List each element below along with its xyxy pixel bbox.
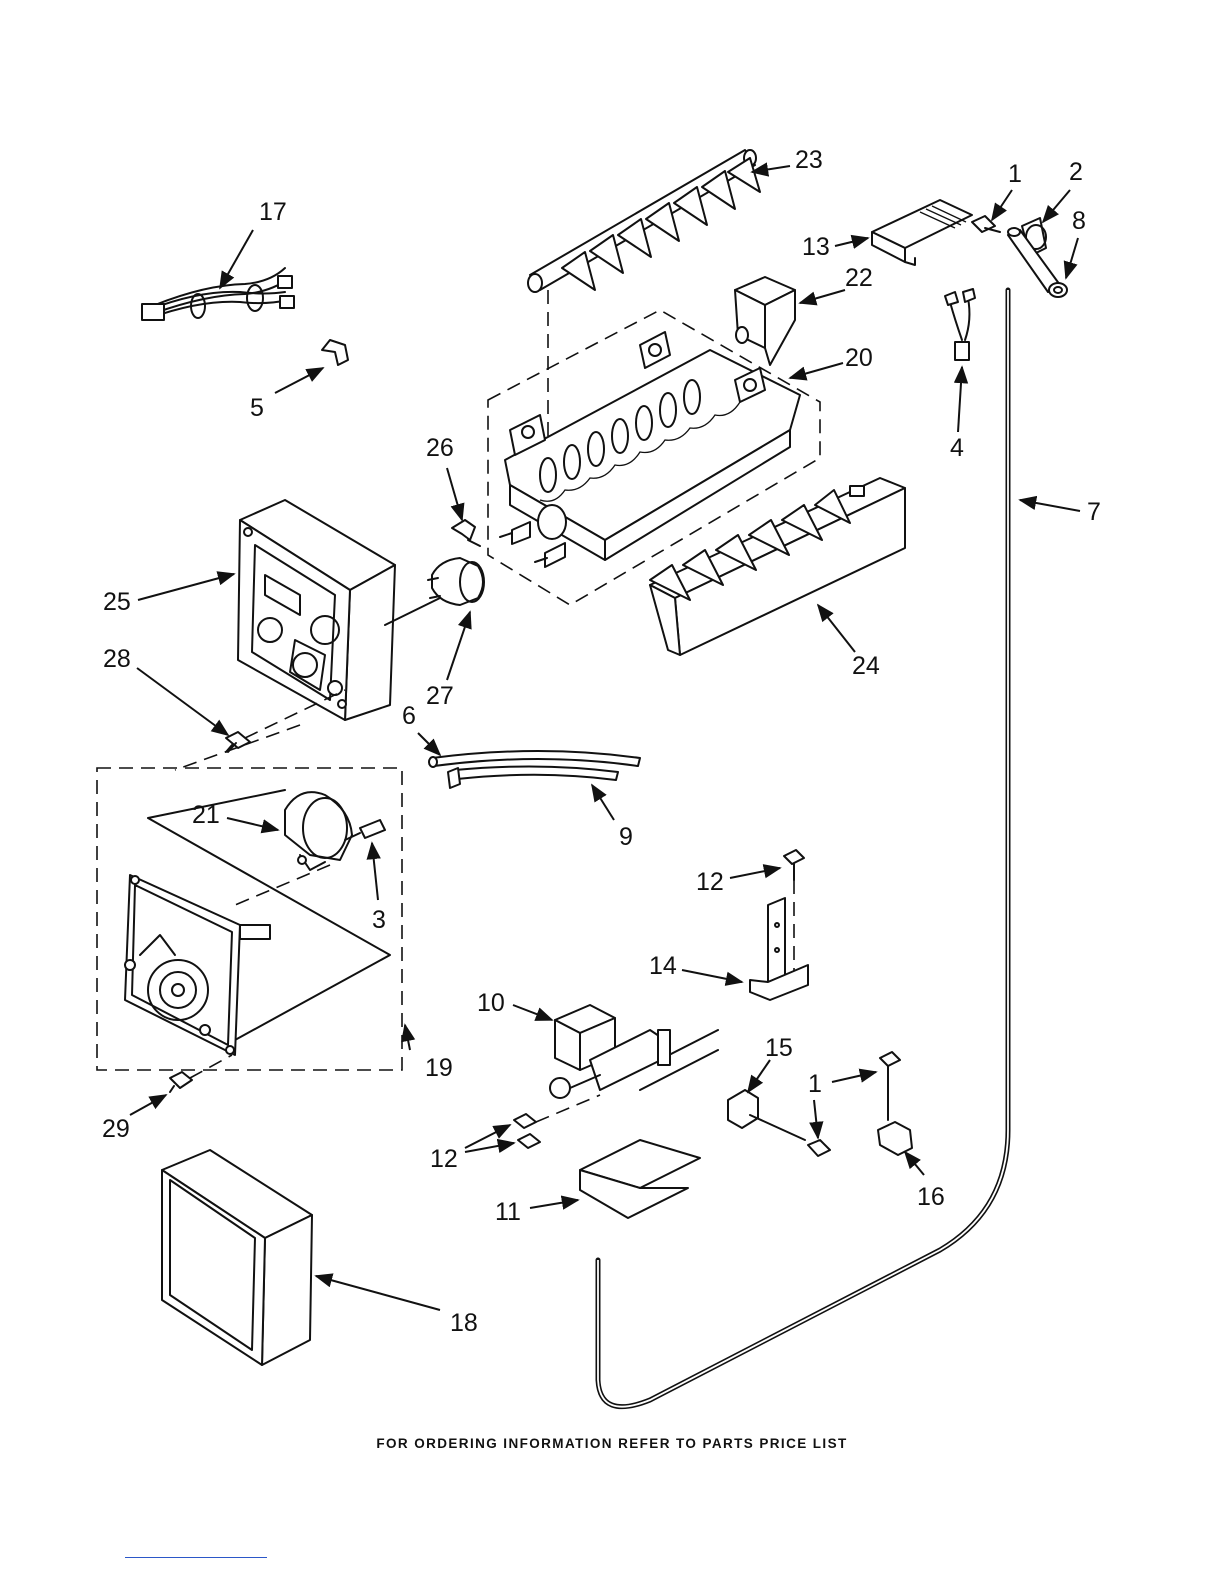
valve-bracket-part-11 — [580, 1140, 700, 1218]
callout-29: 29 — [102, 1115, 130, 1143]
clamp-part-15 — [728, 1090, 805, 1140]
callout-5: 5 — [250, 394, 264, 422]
fill-cup-part-22 — [735, 277, 795, 365]
callout-7: 7 — [1087, 498, 1101, 526]
callout-15: 15 — [765, 1034, 793, 1062]
callout-18: 18 — [450, 1309, 478, 1337]
grommet-part-8 — [1049, 283, 1067, 297]
screw-part-1-lower-left — [808, 1140, 830, 1156]
callout-28: 28 — [103, 645, 131, 673]
clip-part-5 — [322, 340, 348, 365]
screw-28-alignment — [245, 690, 345, 738]
screws-part-12-lower — [514, 1095, 600, 1148]
callout-22: 22 — [845, 264, 873, 292]
callout-1-top: 1 — [1008, 160, 1022, 188]
ordering-info-footer: FOR ORDERING INFORMATION REFER TO PARTS … — [0, 1436, 1224, 1451]
water-valve-part-10 — [550, 1005, 718, 1098]
screw-part-12-upper — [784, 850, 804, 880]
callout-13: 13 — [802, 233, 830, 261]
ejector-bar-part-23 — [528, 150, 760, 292]
bracket-part-14 — [750, 898, 808, 1000]
screw-part-29 — [170, 1072, 192, 1092]
link-underline[interactable] — [125, 1557, 267, 1558]
callout-25: 25 — [103, 588, 131, 616]
callout-14: 14 — [649, 952, 677, 980]
callout-23: 23 — [795, 146, 823, 174]
callout-27: 27 — [426, 682, 454, 710]
drive-module-part-19 — [125, 875, 270, 1055]
motor-part-21 — [285, 792, 352, 870]
fill-tube-part-6 — [429, 751, 640, 767]
callout-1-lower: 1 — [808, 1070, 822, 1098]
callout-6: 6 — [402, 702, 416, 730]
clamp-part-16 — [878, 1122, 912, 1155]
thermal-fuse-part-4 — [945, 289, 975, 360]
motor-drive-alignment — [235, 865, 330, 905]
bracket-part-13 — [872, 200, 972, 265]
callout-10: 10 — [477, 989, 505, 1017]
callout-4: 4 — [950, 434, 964, 462]
callout-21: 21 — [192, 801, 220, 829]
callout-8: 8 — [1072, 207, 1086, 235]
callout-12-lower: 12 — [430, 1145, 458, 1173]
callout-26: 26 — [426, 434, 454, 462]
callout-3: 3 — [372, 906, 386, 934]
callout-12-upper: 12 — [696, 868, 724, 896]
callout-20: 20 — [845, 344, 873, 372]
screw-part-28 — [226, 732, 250, 752]
wire-harness-part-17 — [142, 268, 294, 320]
callout-19: 19 — [425, 1054, 453, 1082]
callout-2: 2 — [1069, 158, 1083, 186]
coupler-part-27 — [428, 558, 484, 605]
callout-17: 17 — [259, 198, 287, 226]
callout-16: 16 — [917, 1183, 945, 1211]
housing-part-25 — [238, 500, 395, 720]
screw-part-1-lower — [880, 1052, 900, 1120]
screw-part-1-top — [972, 216, 1000, 232]
screw-29-alignment — [190, 1055, 232, 1078]
callout-11: 11 — [495, 1198, 521, 1226]
leader-lines — [130, 166, 1080, 1310]
cover-part-18 — [162, 1150, 312, 1365]
clip-part-26 — [452, 520, 480, 546]
callout-9: 9 — [619, 823, 633, 851]
callout-24: 24 — [852, 652, 880, 680]
